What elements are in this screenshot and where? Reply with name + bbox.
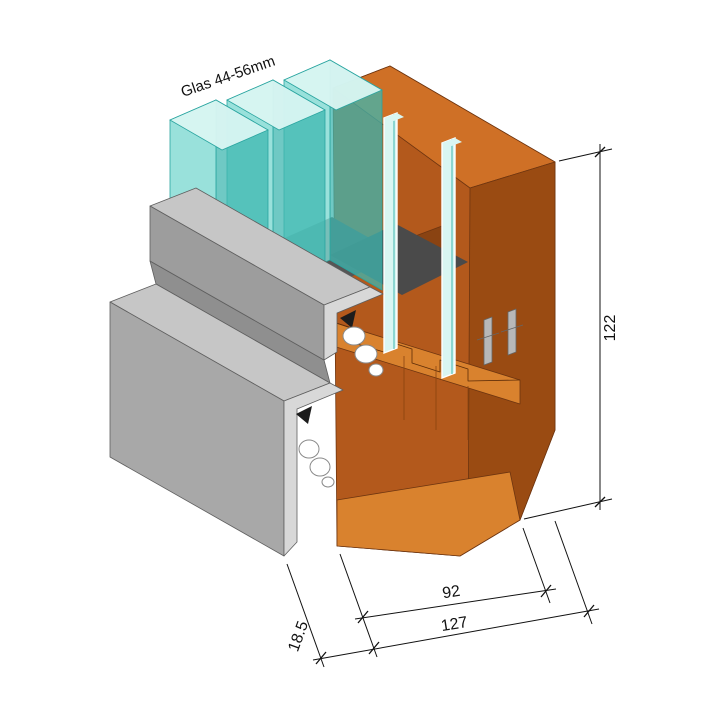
gasket-lower-1 <box>298 439 320 459</box>
dim-185-label: 18.5 <box>285 619 312 654</box>
dim-127-label: 127 <box>440 614 469 635</box>
dim-92-tick-right <box>540 584 552 598</box>
alu-clip-1-flange <box>476 332 500 341</box>
alu-clip-1 <box>483 316 493 366</box>
dim-92-label: 92 <box>441 583 461 603</box>
dim-127-line <box>312 608 600 661</box>
dim-185-tick <box>368 641 380 655</box>
dim-122-label: 122 <box>602 315 619 342</box>
gaskets <box>298 326 384 488</box>
dim-127-tick-left <box>315 651 327 665</box>
alu-clip-2 <box>507 308 517 356</box>
pane-middle-top-face <box>226 79 326 131</box>
glass-strip-1-cap <box>384 113 404 122</box>
glass-strip-1 <box>383 111 398 355</box>
pane-front-top-face <box>169 99 269 151</box>
glass-strip-2 <box>441 136 456 380</box>
dim-122-tick-bottom <box>594 496 606 508</box>
gasket-lower-2 <box>309 457 331 477</box>
wood-cut-band-bottom <box>336 471 521 557</box>
glass-strip-2-cap <box>442 138 462 147</box>
alu-lower-cut-face <box>283 382 344 557</box>
alu-seal-upper <box>340 310 356 328</box>
dim-92-line <box>354 588 557 620</box>
aluminum-cladding <box>109 187 384 557</box>
dim-122-ext-top <box>558 148 613 162</box>
gasket-upper-3 <box>368 363 384 377</box>
gasket-upper-2 <box>354 344 378 364</box>
alu-clip-2-flange <box>500 324 524 333</box>
glass-in-frame <box>383 111 462 380</box>
dim-92-tick-left <box>357 610 369 624</box>
dim-92-ext-left <box>339 553 378 658</box>
gasket-upper-1 <box>342 326 366 346</box>
alu-upper-cut-face <box>323 286 384 361</box>
dim-127-ext-right <box>554 520 593 625</box>
alu-seal-lower <box>296 406 312 424</box>
dim-127-ext-left <box>286 563 325 668</box>
dim-127-tick-right <box>583 604 595 618</box>
pane-back-top-face <box>283 59 383 111</box>
gasket-lower-3 <box>321 476 335 488</box>
dim-122-tick-top <box>594 146 606 158</box>
dim-122-ext-bottom <box>523 498 613 520</box>
